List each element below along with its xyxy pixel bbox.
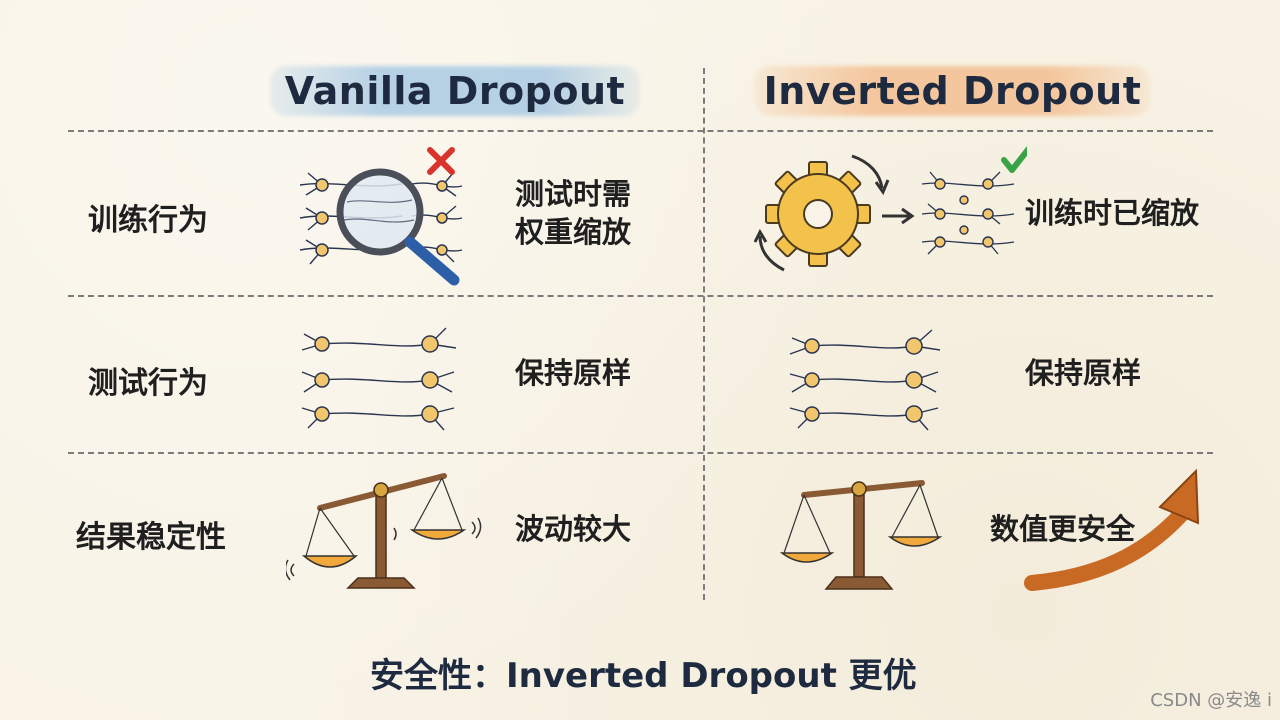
scaled-network-dendrites (921, 171, 1015, 255)
magnifier-handle (404, 236, 460, 286)
inverted-stability-text: 数值更安全 (990, 512, 1136, 546)
row-label-testing: 测试行为 (88, 366, 208, 401)
red-x-icon (427, 147, 455, 175)
gear-to-network-icon (753, 146, 1027, 272)
vanilla-training-line-2: 权重缩放 (515, 215, 632, 249)
vanilla-testing-text: 保持原样 (515, 356, 632, 390)
vanilla-training-line-1: 测试时需 (515, 177, 632, 211)
row-divider-1 (68, 295, 1213, 297)
unbalanced-scale-icon (286, 473, 482, 589)
vanilla-dropout-header: Vanilla Dropout (270, 62, 640, 120)
orange-brush-highlight (755, 66, 1150, 116)
inverted-dropout-header: Inverted Dropout (755, 62, 1150, 120)
vanilla-training-text: 测试时需 权重缩放 (515, 175, 631, 251)
scaled-network-neurons (934, 178, 994, 248)
neural-network-icon (301, 327, 457, 431)
blue-brush-highlight (270, 66, 640, 116)
wobble-marks (286, 517, 482, 581)
conclusion-text: 安全性：Inverted Dropout 更优 (370, 656, 917, 696)
arrow-right-icon (882, 207, 915, 225)
neural-network-icon (789, 329, 941, 431)
magnifier-over-network-icon (299, 147, 463, 286)
row-label-stability: 结果稳定性 (76, 520, 226, 555)
row-divider-top (68, 130, 1213, 132)
inverted-dropout-title: Inverted Dropout (763, 69, 1142, 113)
magnifier-lens (336, 168, 424, 256)
balanced-scale-icon (779, 468, 1200, 591)
gear-icon (765, 161, 871, 267)
vanilla-dropout-title: Vanilla Dropout (284, 69, 626, 113)
rotate-arrow-bottom (758, 235, 785, 272)
network-neurons (315, 178, 448, 257)
column-divider (703, 68, 705, 600)
inverted-training-text: 训练时已缩放 (1025, 196, 1200, 230)
rotate-arrow-top (851, 154, 884, 189)
row-label-training: 训练行为 (88, 203, 208, 238)
upward-arrow-icon (1024, 501, 1194, 591)
row-divider-2 (68, 452, 1213, 454)
watermark: CSDN @安逸 i (1150, 690, 1272, 711)
inverted-testing-text: 保持原样 (1025, 356, 1142, 390)
green-check-icon (1001, 146, 1027, 173)
vanilla-stability-text: 波动较大 (515, 512, 632, 546)
